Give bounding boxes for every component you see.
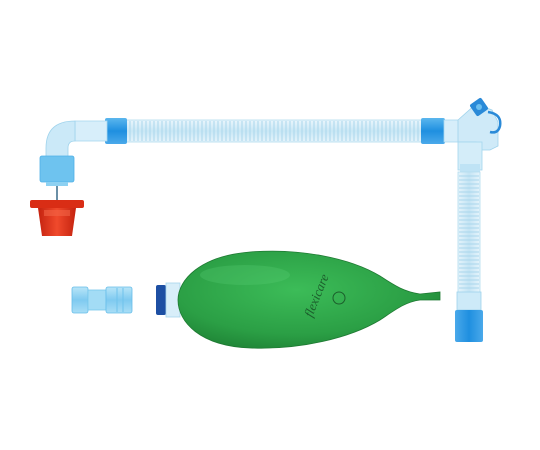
left-elbow-connector — [39, 120, 108, 200]
reservoir-bag — [156, 250, 441, 349]
horizontal-corrugated-tube — [124, 119, 424, 143]
right-tube-cuff — [421, 118, 445, 144]
bottom-tube-cuff — [455, 291, 483, 342]
right-elbow-connector — [443, 103, 499, 172]
left-tube-cuff — [105, 118, 127, 144]
bag-logo-icon — [332, 291, 346, 305]
vertical-corrugated-tube — [457, 171, 481, 295]
red-cap — [30, 200, 84, 236]
straight-connector — [71, 286, 133, 314]
bag-neck-collar — [156, 285, 166, 315]
luer-cap — [470, 98, 502, 134]
